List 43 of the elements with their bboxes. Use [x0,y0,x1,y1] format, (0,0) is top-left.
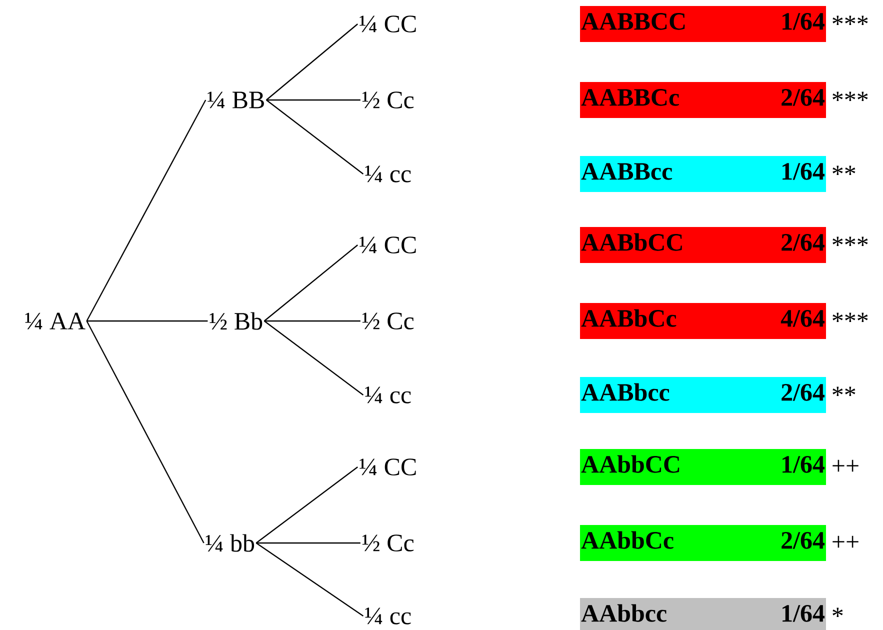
score-mark: *** [832,16,868,25]
genotype-label: ¼ CC [360,16,416,32]
branch-line [266,100,364,174]
genotype-label: ¼ cc [365,386,411,404]
branch-line [256,542,364,616]
score-mark: ** [832,166,856,175]
score-mark: *** [832,236,868,246]
genotype-label: ¼ cc [365,166,411,182]
genotype-label: ½ Bb [210,312,262,330]
genotype-label: ½ Cc [362,92,414,108]
branch-line [264,320,360,322]
score-mark: *** [832,312,868,322]
branch-line [86,100,206,322]
genotype-label: ¼ CC [360,236,416,254]
genotype-bar: AABBcc 1/64 [580,156,826,192]
genotype-label: ¼ BB [208,92,264,108]
genotype-label: ¼ bb [206,534,254,552]
genotype-label: ¼ AA [25,312,86,330]
branch-line [266,24,358,100]
genotype-bar: AAbbCc 2/64 [580,525,826,561]
genotype-bar: AAbbCC 1/64 [580,449,826,485]
genotype-bar: AAbbcc 1/64 [580,598,826,630]
score-mark: *** [832,92,868,101]
genotype-bar: AABbcc 2/64 [580,377,826,413]
genotype-bar: AABbCC 2/64 [580,227,826,263]
branch-line [86,320,208,322]
genotype-label: ¼ CC [360,458,416,476]
genotype-bar: AABbCc 4/64 [580,303,826,339]
branch-line [266,99,360,101]
genotype-label: ¼ cc [365,608,411,624]
genotype-label: ½ Cc [362,312,414,330]
branch-line [256,466,358,544]
score-mark: ++ [832,536,858,548]
score-mark: * [832,608,843,617]
genotype-bar: AABBCc 2/64 [580,82,826,118]
genotype-bar: AABBCC 1/64 [580,6,826,42]
score-mark: ++ [832,460,858,472]
branch-line [256,542,360,544]
branch-line [86,320,204,544]
genotype-label: ½ Cc [362,534,414,552]
score-mark: ** [832,386,856,396]
branch-line [264,244,358,322]
branch-line [264,320,364,396]
